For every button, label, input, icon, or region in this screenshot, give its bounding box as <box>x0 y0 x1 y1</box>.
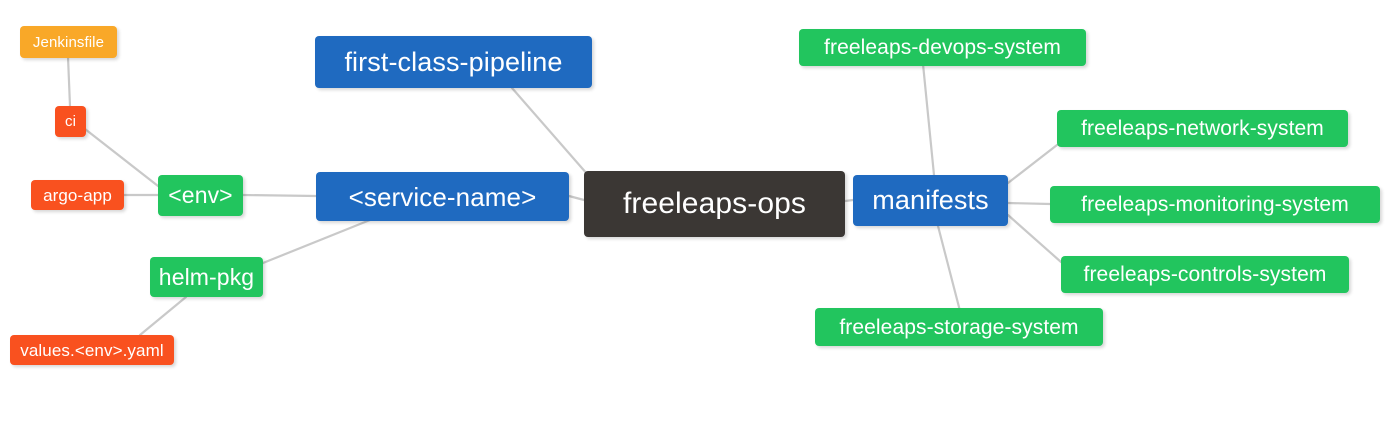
edge-root-manifests <box>843 198 855 203</box>
node-ci-label: ci <box>64 113 77 130</box>
edge-service-name-helm-pkg <box>261 218 372 265</box>
node-env[interactable]: <env> <box>158 175 243 216</box>
node-env-label: <env> <box>168 182 233 208</box>
edge-manifests-network-system <box>1006 143 1059 185</box>
node-storage-system[interactable]: freeleaps-storage-system <box>815 308 1103 346</box>
edge-service-name-first-class-pipeline <box>510 86 590 177</box>
edge-manifests-storage-system <box>936 224 962 313</box>
node-controls-system-label: freeleaps-controls-system <box>1083 263 1327 286</box>
node-argo-app[interactable]: argo-app <box>31 180 124 210</box>
node-first-class-pipeline-label: first-class-pipeline <box>344 46 563 77</box>
edge-manifests-monitoring-system <box>1006 201 1052 206</box>
node-monitoring-system[interactable]: freeleaps-monitoring-system <box>1050 186 1380 223</box>
node-jenkinsfile-label: Jenkinsfile <box>32 33 105 51</box>
edge-ci-env <box>83 127 160 188</box>
node-service-name-label: <service-name> <box>348 181 537 212</box>
edge-env-service-name <box>241 193 318 198</box>
node-jenkinsfile[interactable]: Jenkinsfile <box>20 26 117 58</box>
node-manifests[interactable]: manifests <box>853 175 1008 226</box>
node-root-label: freeleaps-ops <box>622 187 807 220</box>
node-storage-system-label: freeleaps-storage-system <box>839 315 1079 339</box>
edge-jenkinsfile-ci <box>66 55 72 108</box>
node-network-system-label: freeleaps-network-system <box>1081 117 1324 140</box>
node-values-yaml-label: values.<env>.yaml <box>20 340 164 360</box>
node-helm-pkg[interactable]: helm-pkg <box>150 257 263 297</box>
node-root[interactable]: freeleaps-ops <box>584 171 845 237</box>
node-first-class-pipeline[interactable]: first-class-pipeline <box>315 36 592 88</box>
edge-service-name-root <box>567 194 586 202</box>
node-argo-app-label: argo-app <box>43 185 112 205</box>
node-controls-system[interactable]: freeleaps-controls-system <box>1061 256 1349 293</box>
edge-manifests-devops-system <box>921 62 936 177</box>
node-devops-system[interactable]: freeleaps-devops-system <box>799 29 1086 66</box>
node-values-yaml[interactable]: values.<env>.yaml <box>10 335 174 365</box>
node-manifests-label: manifests <box>872 185 989 215</box>
node-monitoring-system-label: freeleaps-monitoring-system <box>1081 193 1349 216</box>
node-helm-pkg-label: helm-pkg <box>158 263 255 290</box>
node-network-system[interactable]: freeleaps-network-system <box>1057 110 1348 147</box>
node-service-name[interactable]: <service-name> <box>316 172 569 221</box>
node-devops-system-label: freeleaps-devops-system <box>824 36 1061 59</box>
node-ci[interactable]: ci <box>55 106 86 137</box>
edge-helm-pkg-values-yaml <box>138 295 188 337</box>
